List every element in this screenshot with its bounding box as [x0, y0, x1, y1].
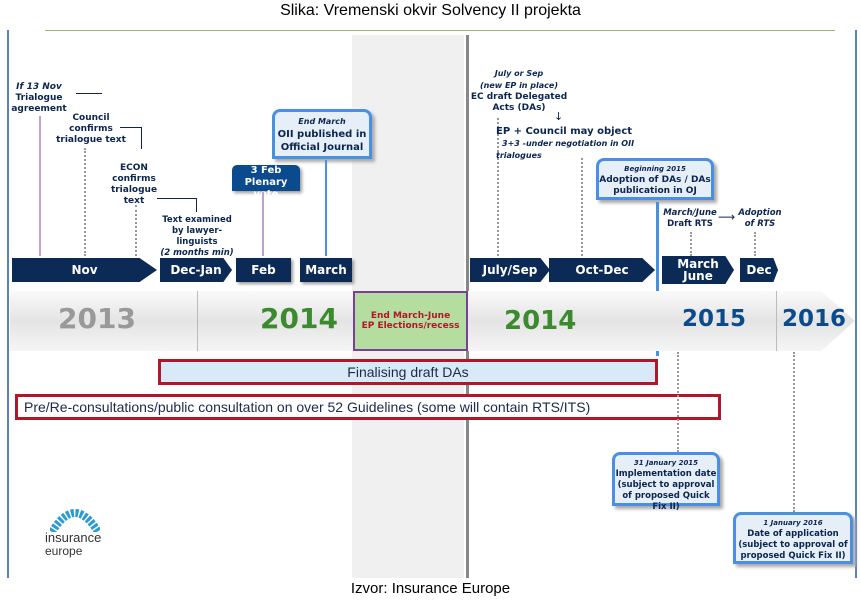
marker-line [656, 202, 659, 356]
marker-line [793, 352, 795, 512]
month-oct-dec: Oct-Dec [549, 258, 655, 282]
connector [120, 127, 142, 149]
year-2014: 2014 [260, 302, 338, 335]
marker-line [84, 148, 86, 256]
marker-line [754, 232, 756, 256]
marker-line [497, 118, 499, 256]
note-date: 31 January 2015 [633, 459, 699, 467]
note-text: EC draft Delegated Acts (DAs) [470, 92, 568, 113]
year-2016: 2016 [782, 306, 847, 332]
arrow-right-icon: ⟶ [718, 210, 736, 224]
marker-line [262, 192, 264, 256]
note-text: Adoption of DAs / DAs publication in OJ [599, 175, 711, 196]
finalising-das-bar: Finalising draft DAs [158, 359, 658, 385]
note-date: 3+3 -under negotiation in OII trialogues [496, 139, 635, 160]
month-march: March [300, 258, 352, 282]
note-econ: ECON confirms trialogue text [110, 163, 158, 206]
year-2015: 2015 [682, 306, 747, 332]
note-date: July or Sep [494, 69, 544, 78]
guidelines-bar: Pre/Re-consultations/public consultation… [15, 394, 721, 420]
note-text: Implementation date (subject to approval… [615, 469, 717, 512]
note-date: March/June [663, 208, 717, 218]
page-title: Slika: Vremenski okvir Solvency II proje… [280, 2, 581, 19]
note-text: Draft RTS [667, 219, 713, 229]
marker-line [135, 205, 137, 256]
note-ec-draft: July or Sep (new EP in place) EC draft Del… [466, 68, 572, 114]
note-lawyers: Text examined by lawyer-linguists(2 mont… [158, 215, 236, 259]
month-dec-jan: Dec-Jan [160, 258, 232, 282]
note-text: EP + Council may object [496, 126, 633, 137]
note-date: (2 months min) [160, 248, 234, 258]
marker-line [581, 158, 583, 256]
note-date: 3 Feb [250, 165, 282, 176]
logo-text: insurance [45, 530, 102, 545]
recess-text: EP Elections/recess [361, 321, 460, 331]
note-ep-council: EP + Council may object 3+3 -under negoti… [496, 126, 636, 162]
year-divider [776, 291, 777, 351]
frame-right [855, 30, 857, 578]
note-date: (new EP in place) [480, 81, 558, 90]
note-text: Text examined by lawyer-linguists [162, 215, 232, 247]
connector [76, 93, 102, 94]
source-caption: Izvor: Insurance Europe [350, 580, 511, 597]
year-2014-b: 2014 [504, 306, 577, 336]
globe-icon [50, 509, 100, 532]
note-date: Beginning 2015 [624, 165, 686, 173]
note-text: Trialogue agreement [11, 93, 67, 114]
top-rule [45, 30, 835, 31]
note-date: If 13 Nov [16, 82, 62, 92]
year-2013: 2013 [58, 302, 136, 335]
note-adoption-rts: Adoption of RTS [738, 208, 782, 229]
note-text: Date of application (subject to approval… [738, 529, 848, 561]
marker-line [690, 232, 692, 256]
month-feb: Feb [236, 258, 291, 282]
marker-line [325, 160, 327, 256]
recess-text: End March-June [370, 311, 451, 321]
month-nov: Nov [12, 258, 157, 282]
logo-text: europe [45, 544, 83, 558]
marker-line [39, 116, 41, 256]
note-text: OII published in Official Journal [277, 129, 367, 153]
note-date: 1 January 2016 [763, 519, 823, 527]
year-divider [197, 291, 198, 351]
arrow-down-icon: ↓ [554, 110, 564, 123]
insurance-europe-logo: insurance europe [45, 502, 140, 562]
marker-line [677, 352, 679, 452]
month-march-june: March June [662, 256, 734, 284]
month-july-sep: July/Sep [470, 258, 550, 282]
note-council: Council confirms trialogue text [56, 113, 126, 145]
frame-left [7, 30, 9, 578]
connector [157, 198, 197, 212]
note-date: End March [298, 117, 346, 126]
month-dec: Dec [740, 258, 778, 282]
note-text: Plenary vote [244, 177, 288, 200]
